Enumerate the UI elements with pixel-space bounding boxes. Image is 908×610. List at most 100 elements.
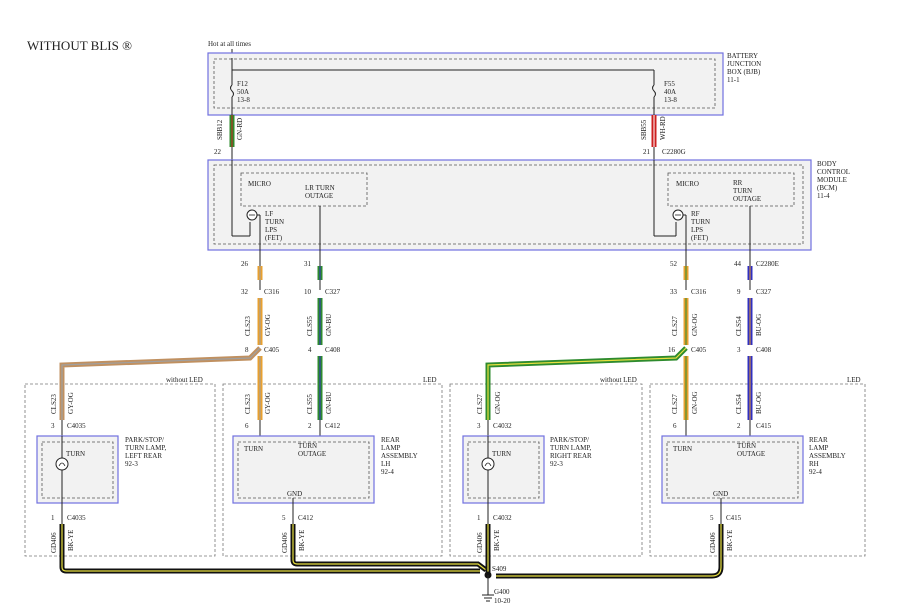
lamp-left-name-2: TURN LAMP, <box>125 444 166 452</box>
wire-sbb55-circuit: SBB55 <box>640 119 648 140</box>
wire-gd406-rh-circuit: GD406 <box>709 532 717 553</box>
lamp-left-turn-label: TURN <box>66 450 85 458</box>
wire-cls27-lower-color: GN-OG <box>691 391 699 414</box>
zone-without-led-left <box>24 383 216 557</box>
bjb-name-1: BATTERY <box>727 52 758 60</box>
wire-sbb12-color: GN-RD <box>236 118 244 140</box>
fuse-f55-icon <box>652 84 656 98</box>
diagram-title: WITHOUT BLIS ® <box>27 38 132 53</box>
rr-outage-3: OUTAGE <box>733 195 761 203</box>
pin-21: 21 <box>643 148 651 156</box>
lamp-rh-turn-label: TURN <box>673 445 692 453</box>
ground-wires <box>59 524 724 579</box>
wire-sbb55-color: WH-RD <box>659 116 667 140</box>
battery-junction-box: F12 50A 13-8 F55 40A 13-8 <box>207 52 724 116</box>
lamp-right-name-3: RIGHT REAR <box>550 452 592 460</box>
wire-cls54-upper <box>747 298 753 345</box>
bulb-left-icon <box>55 457 69 471</box>
wire-gd406-left-circuit: GD406 <box>50 532 58 553</box>
bcm-outer <box>207 159 812 251</box>
lf-lps-1: LF <box>265 210 273 218</box>
lamp-lh-outage-label: OUTAGE <box>298 450 326 458</box>
wire-cls27-splice-right <box>485 346 688 420</box>
fuse-f55-rating: 40A <box>664 88 676 96</box>
pin-3-c4032: 3 <box>477 422 481 430</box>
pin-10: 10 <box>304 288 312 296</box>
lamp-lh-name-4: LH <box>381 460 390 468</box>
wire-sbb55 <box>651 115 657 160</box>
connector-c327-left: C327 <box>325 288 341 296</box>
wire-cls27-splice-color: GN-OG <box>494 391 502 414</box>
bcm-name-4: (BCM) <box>817 184 838 192</box>
pin-1-c4032: 1 <box>477 514 481 522</box>
connector-c2280e: C2280E <box>756 260 779 268</box>
lamp-right-name-1: PARK/STOP/ <box>550 436 589 444</box>
fuse-f55-name: F55 <box>664 80 675 88</box>
wire-gd406-left-color: BK-YE <box>67 530 75 551</box>
pin-8: 8 <box>245 346 249 354</box>
lamp-lh-name-2: LAMP <box>381 444 401 452</box>
wire-cls23-splice-circuit: CLS23 <box>50 394 58 414</box>
wire-sbb12 <box>229 115 235 160</box>
zone-label-without-led-right: without LED <box>600 376 637 384</box>
connector-c4032-lower: C4032 <box>493 514 512 522</box>
wire-cls23-lower-color: GY-OG <box>264 392 272 414</box>
ground-g400-ref: 10-20 <box>494 597 511 605</box>
wire-cls23-upper-circuit: CLS23 <box>244 316 252 336</box>
wire-cls27-upper <box>683 298 689 345</box>
micro-right-box <box>667 172 795 207</box>
pin-6-c415: 6 <box>673 422 677 430</box>
pin-26: 26 <box>241 260 249 268</box>
rf-lps-3: LPS <box>691 226 703 234</box>
connector-c415-lower: C415 <box>726 514 742 522</box>
zone-without-led-right <box>449 383 643 557</box>
micro-left-label: MICRO <box>248 180 271 188</box>
lr-outage-2: OUTAGE <box>305 192 333 200</box>
wire-cls27-lower-circuit: CLS27 <box>671 394 679 414</box>
lamp-lh-name-5: 92-4 <box>381 468 394 476</box>
lamp-lh-gnd-label: GND <box>287 490 302 498</box>
pin-2-c415: 2 <box>737 422 741 430</box>
rr-outage-2: TURN <box>733 187 752 195</box>
wire-cls23-splice-left <box>59 346 262 420</box>
bjb-name-4: 11-1 <box>727 76 740 84</box>
pin-32: 32 <box>241 288 249 296</box>
wire-cls23-upper-color: GY-OG <box>264 314 272 336</box>
rf-lps-4: (FET) <box>691 234 709 242</box>
wire-cls55-lower-color: GN-BU <box>325 392 333 414</box>
bjb-outer <box>207 52 724 116</box>
wire-sbb12-circuit: SBB12 <box>216 119 224 140</box>
connector-c408-left: C408 <box>325 346 341 354</box>
fuse-f12-rating: 50A <box>237 88 249 96</box>
micro-left-box <box>240 172 368 207</box>
bcm-name-2: CONTROL <box>817 168 850 176</box>
connector-c316-left: C316 <box>264 288 280 296</box>
wire-gd406-right-color: BK-YE <box>493 530 501 551</box>
pin-44: 44 <box>734 260 742 268</box>
bcm-inner <box>213 164 804 245</box>
bjb-inner <box>213 58 716 109</box>
lamp-rh-name-3: ASSEMBLY <box>809 452 846 460</box>
wire-cls27-splice-circuit: CLS27 <box>476 394 484 414</box>
connector-c316-right: C316 <box>691 288 707 296</box>
zone-led-left <box>222 383 443 557</box>
bcm-name-1: BODY <box>817 160 837 168</box>
bjb-name-2: JUNCTION <box>727 60 761 68</box>
pin-52: 52 <box>670 260 678 268</box>
lamp-lh-name-1: REAR <box>381 436 400 444</box>
fuse-f55-ref: 13-8 <box>664 96 677 104</box>
wire-cls54-upper-circuit: CLS54 <box>735 316 743 336</box>
lamp-rh-name-5: 92-4 <box>809 468 822 476</box>
zone-label-led-left: LED <box>423 376 437 384</box>
lamp-rh-turn2-label: TURN <box>737 442 756 450</box>
connector-c415-upper: C415 <box>756 422 772 430</box>
lamp-rh-outage-label: OUTAGE <box>737 450 765 458</box>
lamp-park-left-rear: TURN <box>36 435 119 504</box>
wire-cls55-lower-circuit: CLS55 <box>306 394 314 414</box>
rr-outage-1: RR <box>733 179 743 187</box>
lamp-right-name-2: TURN LAMP, <box>550 444 591 452</box>
bcm-name-5: 11-4 <box>817 192 830 200</box>
pin-6-c412: 6 <box>245 422 249 430</box>
connector-c412-upper: C412 <box>325 422 341 430</box>
